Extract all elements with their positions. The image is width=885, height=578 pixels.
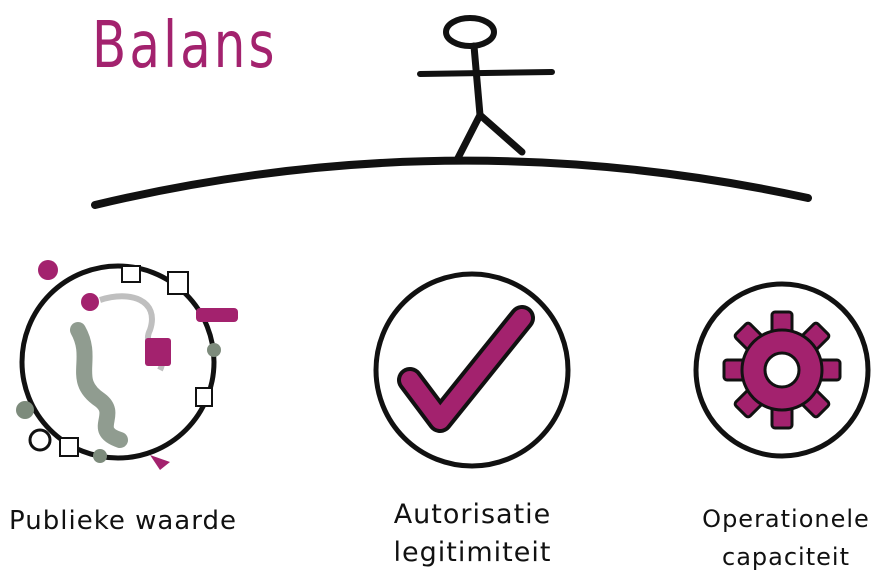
balans-title: Balans [92,9,278,83]
checkmark-icon [373,271,571,469]
label-publieke-waarde: Publieke waarde [9,506,237,536]
stick-figure-icon [417,15,555,162]
balance-beam [91,156,812,209]
gear-icon [693,281,871,459]
globe-landscape-icon [16,260,238,470]
label-operationele-capaciteit: Operationele capaciteit [702,505,870,571]
label-autorisatie-legitimiteit: Autorisatie legitimiteit [393,499,552,568]
